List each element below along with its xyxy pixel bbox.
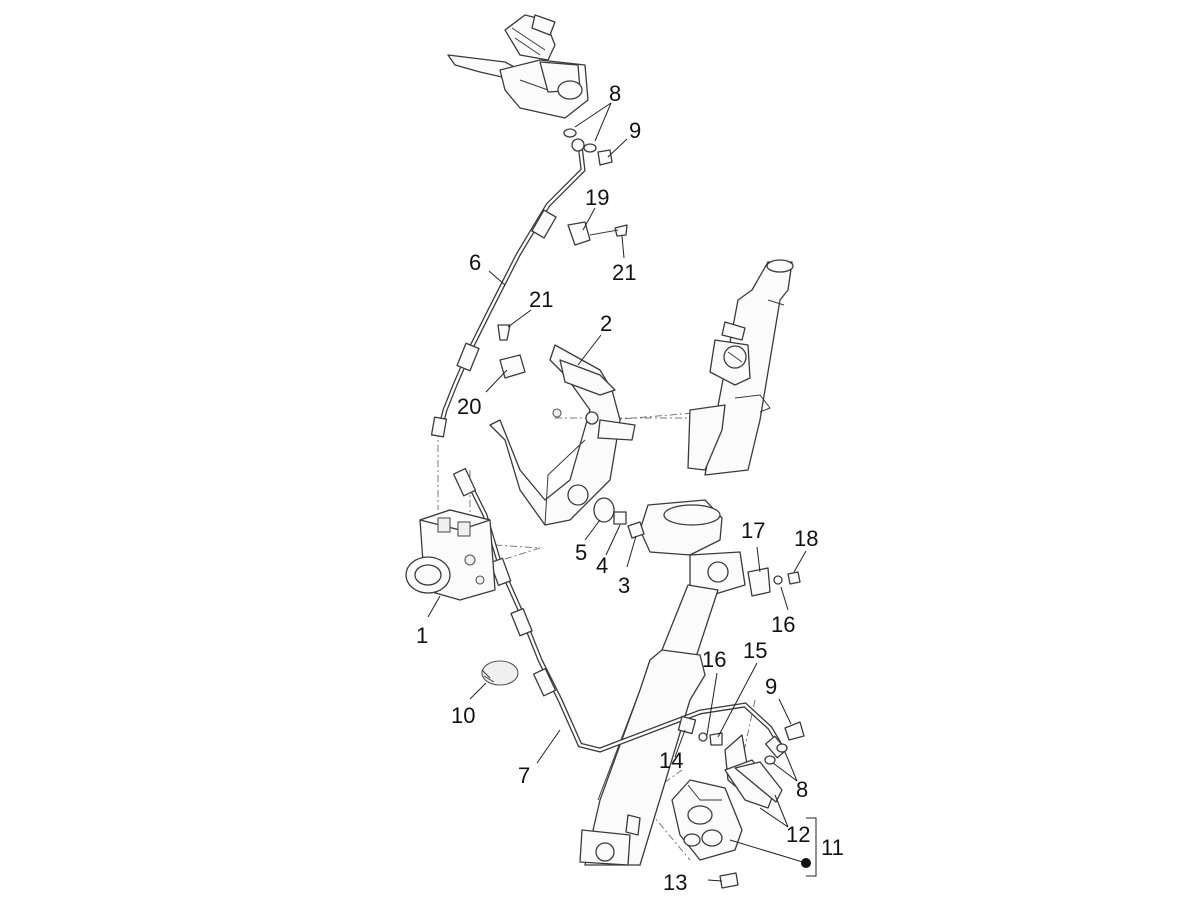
bolt-3 xyxy=(627,521,645,539)
bolt-18 xyxy=(787,571,801,585)
callout-9-lower: 9 xyxy=(765,674,777,699)
callout-6: 6 xyxy=(469,250,481,275)
small-hardware xyxy=(481,128,805,889)
callout-8-lower: 8 xyxy=(796,777,808,802)
pin-15 xyxy=(709,732,723,746)
screw-21a xyxy=(614,224,628,237)
leader-lines xyxy=(427,102,817,882)
brake-caliper-assembly xyxy=(671,734,783,861)
callout-1: 1 xyxy=(416,623,428,648)
banjo-bolt-9a xyxy=(597,149,613,166)
callout-10: 10 xyxy=(451,703,475,728)
callout-3: 3 xyxy=(618,573,630,598)
abs-mounting-bracket xyxy=(489,344,636,526)
callout-15: 15 xyxy=(743,638,767,663)
callout-9-top: 9 xyxy=(629,118,641,143)
callout-19: 19 xyxy=(585,185,609,210)
callout-13: 13 xyxy=(663,870,687,895)
washer-8c xyxy=(764,755,776,765)
washer-8d xyxy=(776,743,788,753)
spacer-4 xyxy=(613,511,627,525)
callout-12: 12 xyxy=(786,822,810,847)
callout-11: 11 xyxy=(821,835,844,860)
spacer-14 xyxy=(677,715,697,735)
brake-hose-7 xyxy=(452,467,788,759)
hose-clip-19 xyxy=(567,221,591,246)
washer-8a xyxy=(563,128,577,138)
callout-14: 14 xyxy=(659,748,683,773)
hose-clip-20 xyxy=(499,354,526,379)
bolt-13 xyxy=(719,872,739,889)
hose-clamp-10 xyxy=(481,660,519,686)
abs-hydraulic-unit xyxy=(405,509,496,601)
callout-21-top: 21 xyxy=(612,260,636,285)
callout-20: 20 xyxy=(457,394,481,419)
washer-8b xyxy=(583,143,597,153)
callout-8-top: 8 xyxy=(609,81,621,106)
callout-21-mid: 21 xyxy=(529,287,553,312)
brake-lever-master-cylinder xyxy=(447,14,589,119)
callout-labels: 8 9 19 21 6 21 2 20 5 4 3 1 10 7 17 18 1… xyxy=(416,81,844,895)
screw-21b xyxy=(497,324,511,341)
callout-7: 7 xyxy=(518,763,530,788)
brake-hose-6 xyxy=(430,138,586,438)
callout-5: 5 xyxy=(575,540,587,565)
callout-2: 2 xyxy=(600,311,612,336)
callout-16-upper: 16 xyxy=(771,612,795,637)
fork-steering-column xyxy=(579,259,794,866)
caliper-kit-marker-dot xyxy=(801,858,811,868)
rubber-mount-5 xyxy=(593,497,615,523)
callout-4: 4 xyxy=(596,553,608,578)
banjo-bolt-9b xyxy=(784,721,805,741)
callout-18: 18 xyxy=(794,526,818,551)
callout-16-lower: 16 xyxy=(702,647,726,672)
washer-16a xyxy=(773,575,783,585)
sensor-17 xyxy=(747,567,771,597)
callout-17: 17 xyxy=(741,518,765,543)
washer-16b xyxy=(698,732,708,742)
